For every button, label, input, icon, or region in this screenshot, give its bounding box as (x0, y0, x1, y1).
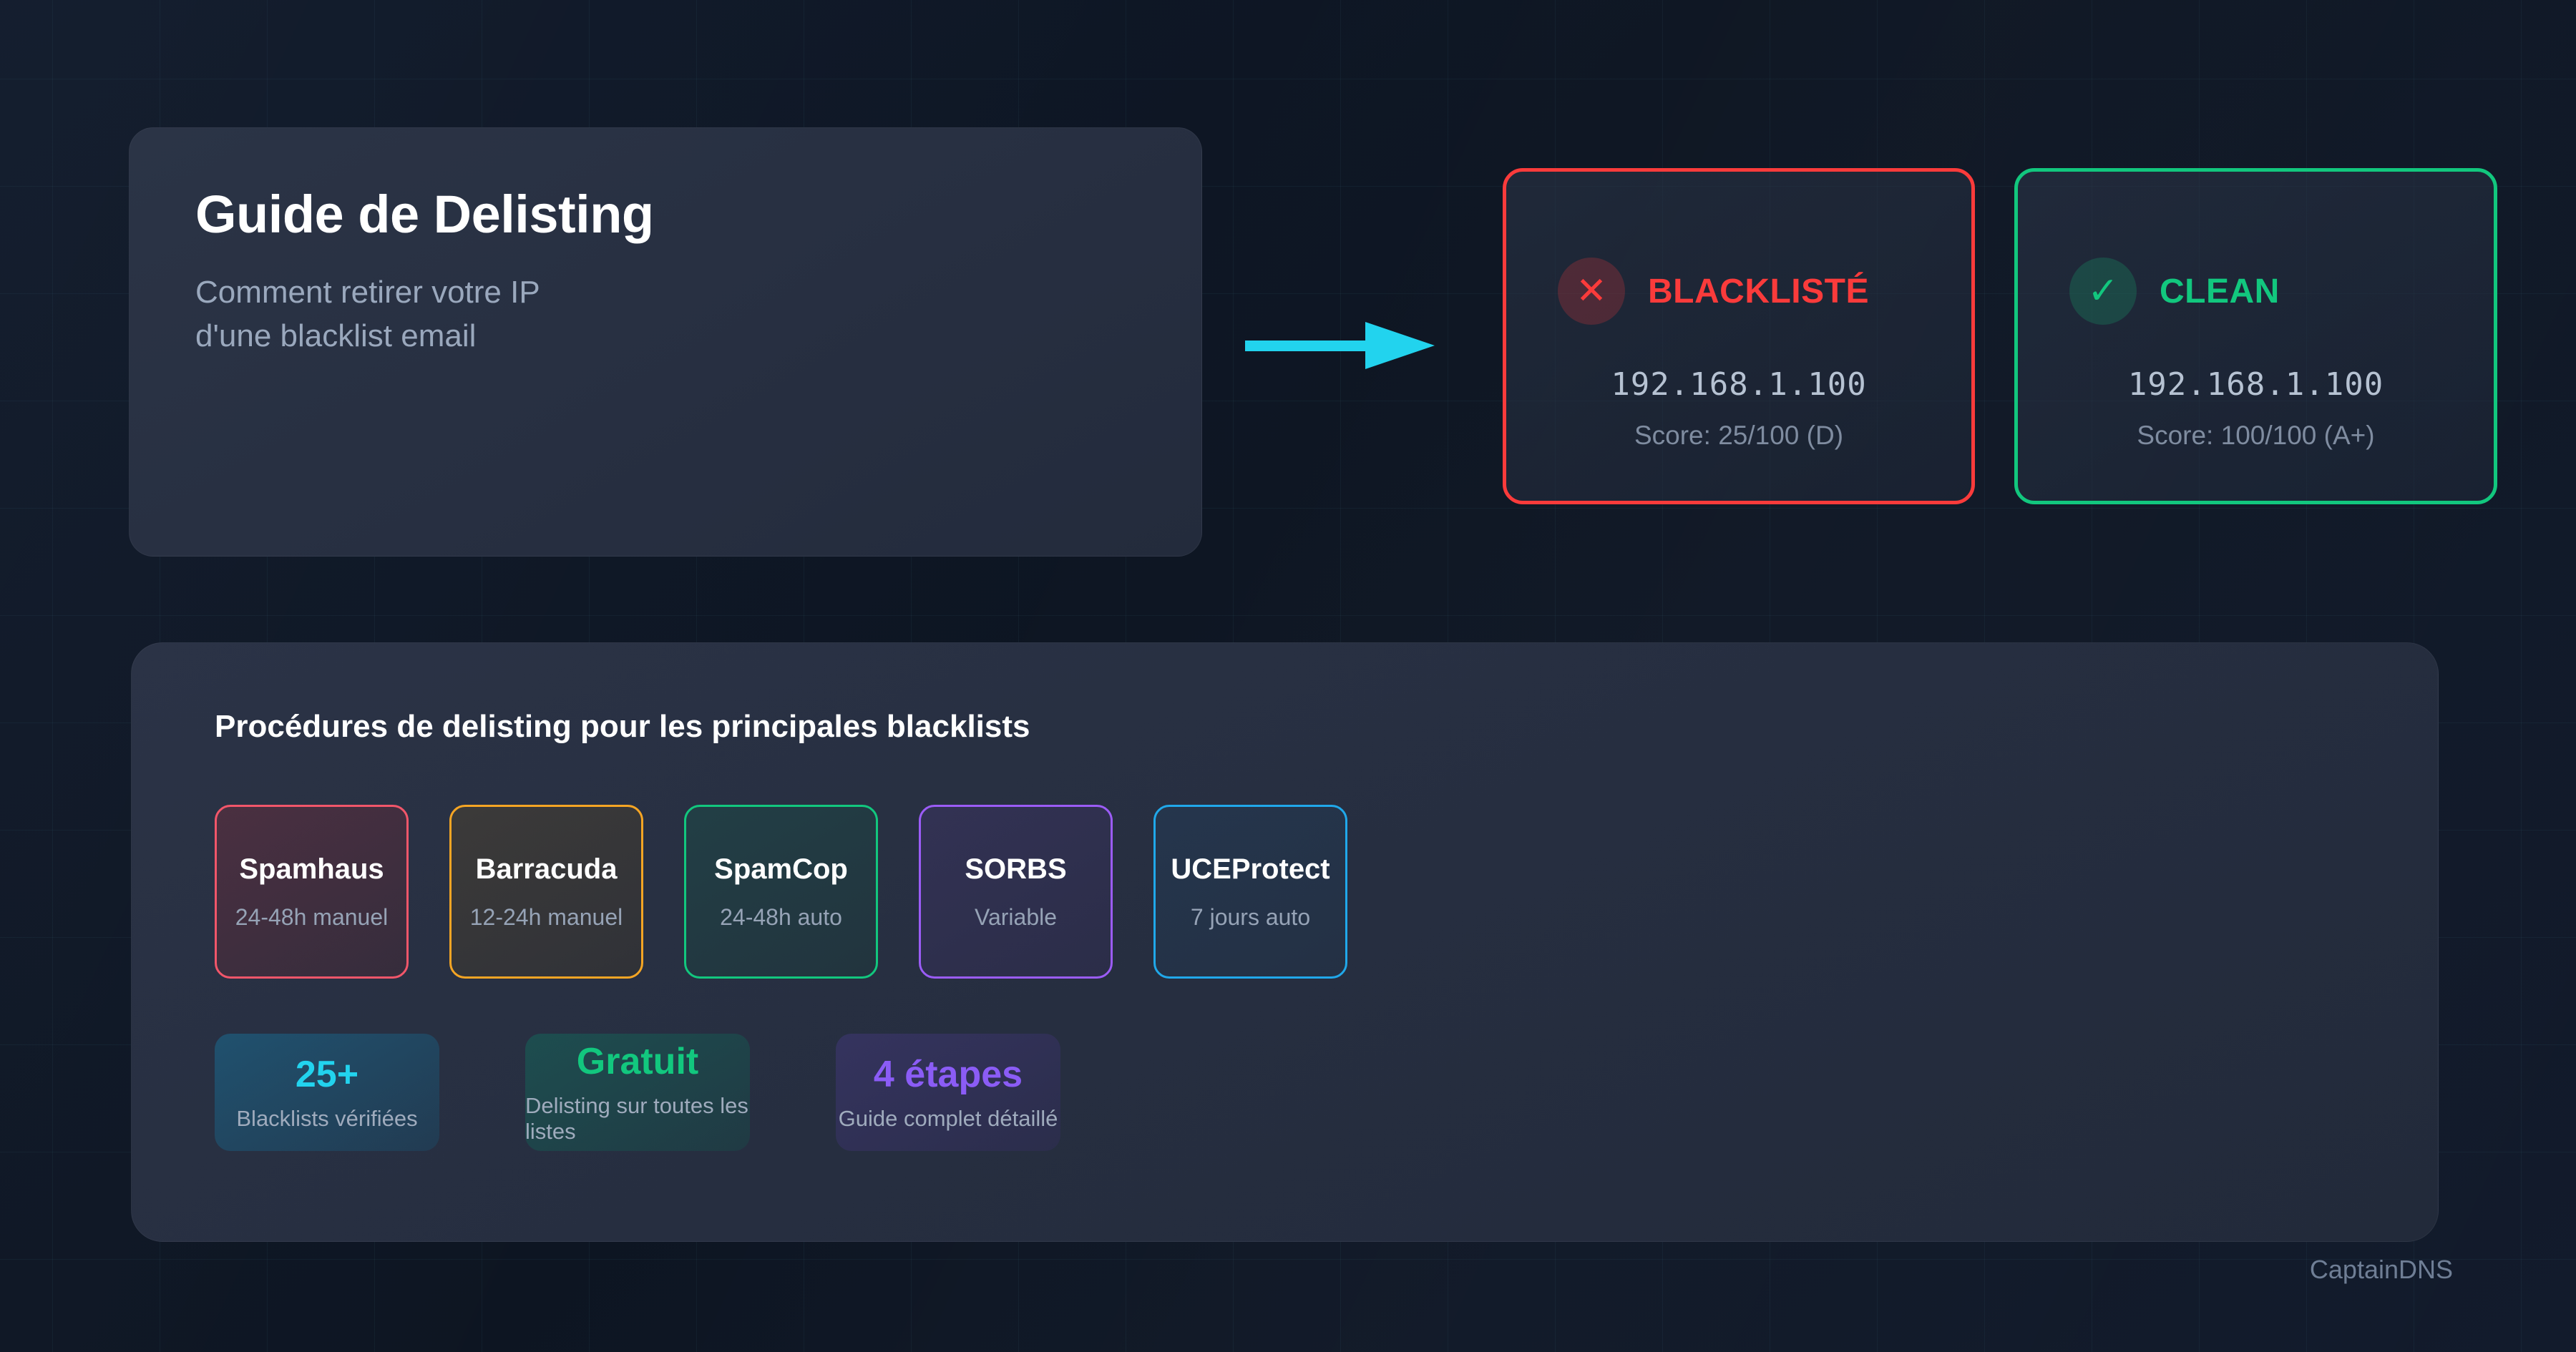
provider-name: Barracuda (475, 853, 618, 885)
provider-name: Spamhaus (239, 853, 384, 885)
page-title: Guide de Delisting (195, 185, 654, 244)
status-header: ✕ BLACKLISTÉ (1558, 258, 1869, 325)
stat-card-steps: 4 étapes Guide complet détaillé (836, 1034, 1060, 1151)
hero-card: Guide de Delisting Comment retirer votre… (129, 127, 1202, 557)
stat-label: Guide complet détaillé (838, 1106, 1058, 1131)
stat-label: Delisting sur toutes les listes (525, 1093, 748, 1144)
stat-value: Gratuit (576, 1041, 699, 1082)
score-text: Score: 25/100 (D) (1634, 421, 1844, 450)
provider-delay: Variable (974, 903, 1058, 930)
provider-delay: 24-48h manuel (235, 903, 389, 930)
provider-delay: 12-24h manuel (469, 903, 623, 930)
stat-label: Blacklists vérifiées (236, 1106, 418, 1131)
arrow-right-icon (1245, 315, 1445, 383)
check-icon: ✓ (2069, 258, 2137, 325)
status-badge: BLACKLISTÉ (1648, 272, 1869, 310)
status-card-clean: ✓ CLEAN 192.168.1.100 Score: 100/100 (A+… (2014, 168, 2497, 504)
provider-delay: 24-48h auto (720, 903, 842, 930)
stat-card-price: Gratuit Delisting sur toutes les listes (525, 1034, 750, 1151)
hero-subtitle-line-1: Comment retirer votre IP (195, 275, 540, 310)
brand-footer: CaptainDNS (2309, 1255, 2453, 1284)
stat-value: 4 étapes (873, 1054, 1023, 1095)
hero-subtitle: Comment retirer votre IP d'une blacklist… (195, 271, 540, 358)
provider-name: SORBS (965, 853, 1067, 885)
provider-card-spamhaus[interactable]: Spamhaus 24-48h manuel (215, 805, 409, 979)
panel-title: Procédures de delisting pour les princip… (215, 709, 1030, 744)
x-icon: ✕ (1558, 258, 1625, 325)
provider-card-barracuda[interactable]: Barracuda 12-24h manuel (449, 805, 643, 979)
status-badge: CLEAN (2160, 272, 2280, 310)
provider-delay: 7 jours auto (1190, 903, 1311, 930)
ip-address: 192.168.1.100 (2127, 366, 2384, 403)
stat-value: 25+ (295, 1054, 359, 1095)
hero-subtitle-line-2: d'une blacklist email (195, 318, 477, 353)
ip-address: 192.168.1.100 (1611, 366, 1867, 403)
provider-list: Spamhaus 24-48h manuel Barracuda 12-24h … (215, 805, 1347, 979)
status-card-blacklisted: ✕ BLACKLISTÉ 192.168.1.100 Score: 25/100… (1503, 168, 1975, 504)
provider-name: UCEProtect (1171, 853, 1330, 885)
status-header: ✓ CLEAN (2069, 258, 2280, 325)
stat-list: 25+ Blacklists vérifiées Gratuit Delisti… (215, 1034, 1060, 1151)
provider-card-uceprotect[interactable]: UCEProtect 7 jours auto (1153, 805, 1347, 979)
provider-card-spamcop[interactable]: SpamCop 24-48h auto (684, 805, 878, 979)
score-text: Score: 100/100 (A+) (2137, 421, 2375, 450)
stat-card-blacklists: 25+ Blacklists vérifiées (215, 1034, 439, 1151)
provider-name: SpamCop (714, 853, 848, 885)
procedures-panel: Procédures de delisting pour les princip… (131, 642, 2439, 1242)
provider-card-sorbs[interactable]: SORBS Variable (919, 805, 1113, 979)
